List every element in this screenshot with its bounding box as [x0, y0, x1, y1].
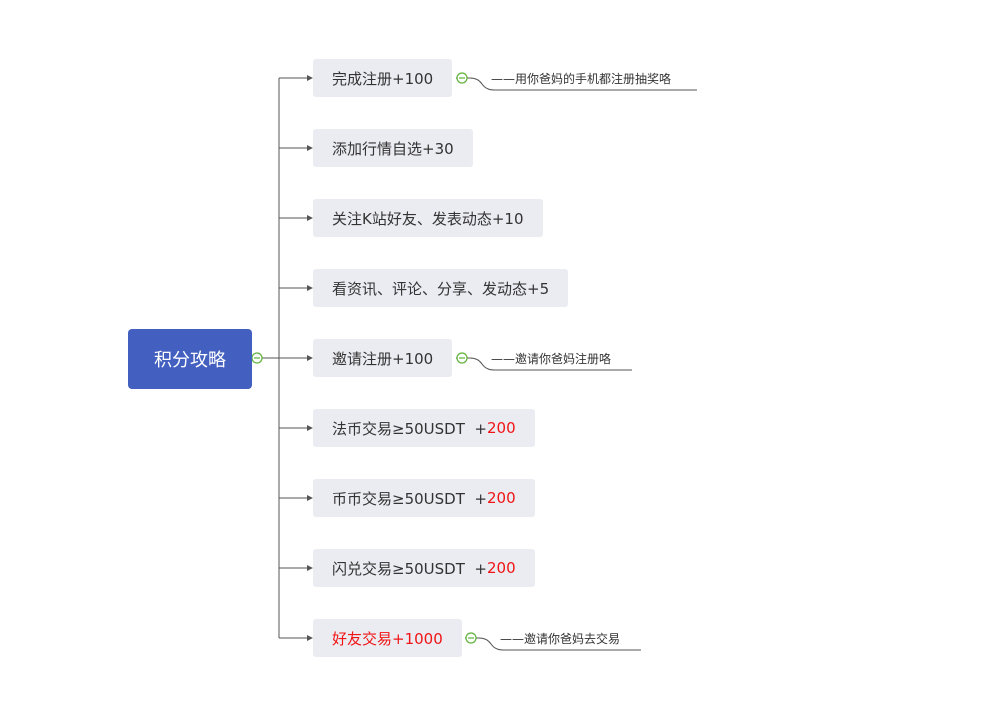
branch-label: 完成注册+100: [332, 69, 434, 88]
branch-node-register[interactable]: 完成注册+100: [313, 59, 453, 97]
root-node[interactable]: 积分攻略: [128, 329, 252, 389]
collapse-icon[interactable]: [251, 352, 263, 364]
note-text: ——邀请你爸妈注册咯: [491, 352, 612, 366]
branch-label: 看资讯、评论、分享、发动态+5: [332, 279, 550, 298]
collapse-icon[interactable]: [465, 632, 477, 644]
root-label: 积分攻略: [154, 350, 226, 371]
note-register: ——用你爸妈的手机都注册抽奖咯: [491, 70, 671, 87]
branch-node-friend-trade[interactable]: 好友交易+1000: [313, 619, 462, 657]
branch-node-swap-trade[interactable]: 闪兑交易≥50USDT +200: [313, 549, 535, 587]
note-connector-5: [456, 357, 632, 371]
branch-label: 添加行情自选+30: [332, 139, 454, 158]
branch-node-follow[interactable]: 关注K站好友、发表动态+10: [313, 199, 543, 237]
note-connector-1: [456, 77, 697, 91]
collapse-icon[interactable]: [456, 352, 468, 364]
note-connector-9: [465, 637, 641, 651]
branch-highlight: 200: [486, 559, 516, 577]
branch-highlight: 200: [486, 419, 516, 437]
branch-label: 关注K站好友、发表动态+10: [332, 209, 524, 228]
note-invite: ——邀请你爸妈注册咯: [491, 350, 611, 367]
branch-node-news[interactable]: 看资讯、评论、分享、发动态+5: [313, 269, 569, 307]
note-text: ——邀请你爸妈去交易: [500, 632, 621, 646]
note-friend-trade: ——邀请你爸妈去交易: [500, 630, 620, 647]
branch-highlight: 200: [486, 489, 516, 507]
branch-label: 好友交易+1000: [332, 629, 443, 648]
collapse-icon[interactable]: [456, 72, 468, 84]
branch-node-invite[interactable]: 邀请注册+100: [313, 339, 453, 377]
branch-node-fiat-trade[interactable]: 法币交易≥50USDT +200: [313, 409, 535, 447]
branch-node-coin-trade[interactable]: 币币交易≥50USDT +200: [313, 479, 535, 517]
branch-label: 币币交易≥50USDT +: [332, 489, 487, 508]
branch-label: 法币交易≥50USDT +: [332, 419, 487, 438]
branch-label: 邀请注册+100: [332, 349, 434, 368]
branch-node-watchlist[interactable]: 添加行情自选+30: [313, 129, 473, 167]
branch-label: 闪兑交易≥50USDT +: [332, 559, 487, 578]
note-text: ——用你爸妈的手机都注册抽奖咯: [491, 72, 672, 86]
